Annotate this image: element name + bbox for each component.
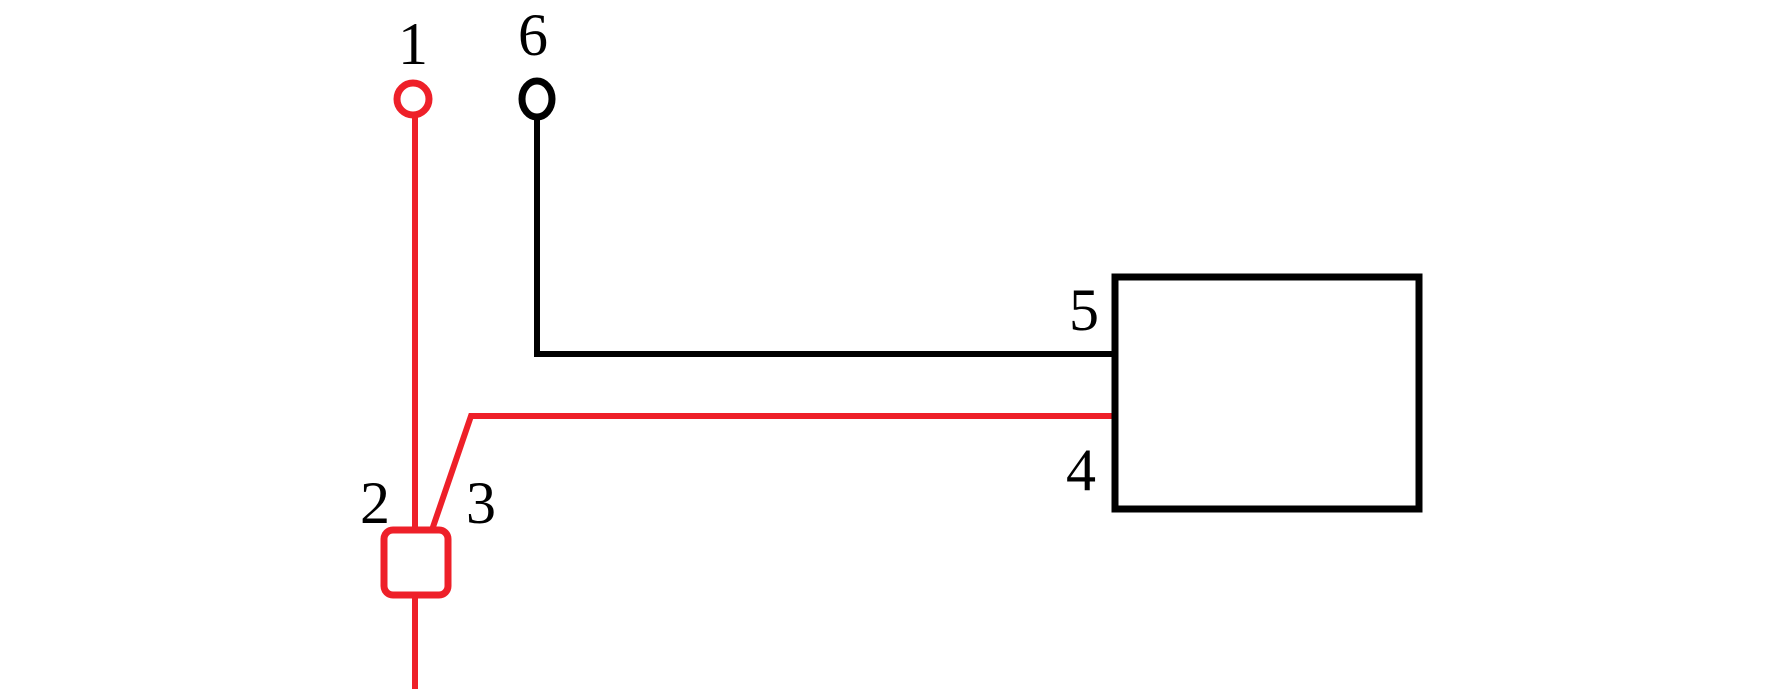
- red-circuit: [380, 79, 1116, 689]
- label-3: 3: [466, 470, 496, 536]
- label-4: 4: [1066, 437, 1096, 503]
- label-1: 1: [398, 11, 428, 77]
- load-box: [1111, 273, 1423, 513]
- label-5: 5: [1069, 277, 1099, 343]
- red-switch-wire: [429, 413, 1116, 531]
- black-wire: [534, 115, 1116, 357]
- junction-box: [380, 526, 452, 599]
- label-6: 6: [518, 2, 548, 68]
- label-2: 2: [360, 470, 390, 536]
- terminal-6-circle: [518, 77, 556, 121]
- terminal-1-circle: [393, 79, 433, 119]
- black-circuit: [518, 77, 1423, 513]
